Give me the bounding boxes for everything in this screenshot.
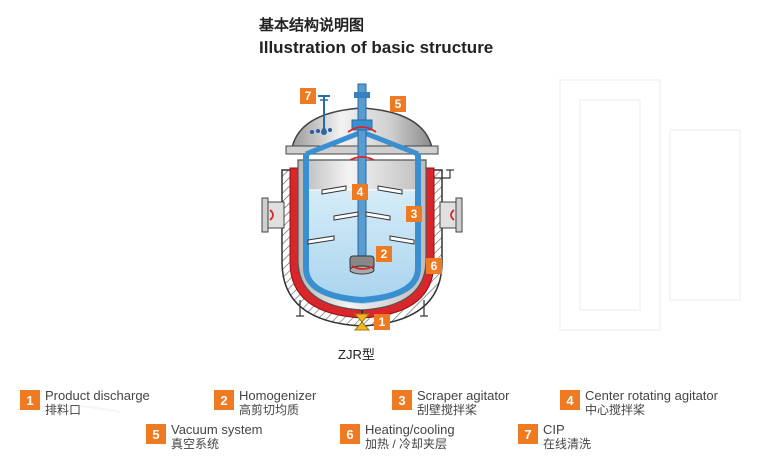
svg-text:3: 3 xyxy=(411,207,418,221)
title-english: Illustration of basic structure xyxy=(259,38,494,57)
legend-item-3: 3 Scraper agitator 刮壁搅拌桨 xyxy=(392,388,510,418)
svg-text:7: 7 xyxy=(305,89,312,103)
callout-4: 4 xyxy=(352,184,368,200)
model-label: ZJR型 xyxy=(338,347,375,362)
legend-item-5: 5 Vacuum system 真空系统 xyxy=(146,422,263,452)
jacket-inlet-pipe xyxy=(434,170,451,179)
legend-label-en: Scraper agitator xyxy=(417,388,510,403)
legend-badge: 7 xyxy=(518,424,538,444)
legend-item-2: 2 Homogenizer 高剪切均质 xyxy=(214,388,316,418)
callout-2: 2 xyxy=(376,246,392,262)
legend-label-zh: 中心搅拌桨 xyxy=(585,403,646,417)
rotation-arrows xyxy=(347,126,377,270)
callout-6: 6 xyxy=(426,258,442,274)
cip-pipe xyxy=(318,95,330,135)
scraper-frame xyxy=(303,154,421,303)
legend-badge: 6 xyxy=(340,424,360,444)
svg-text:4: 4 xyxy=(357,185,364,199)
legend-badge: 4 xyxy=(560,390,580,410)
legend-label-en: Heating/cooling xyxy=(365,422,455,437)
legend-label-en: Center rotating agitator xyxy=(585,388,718,403)
agitator-shaft xyxy=(357,83,367,271)
title-chinese: 基本结构说明图 xyxy=(259,17,365,34)
legend-label-en: Homogenizer xyxy=(239,388,317,403)
discharge-valve xyxy=(353,310,371,331)
svg-text:2: 2 xyxy=(381,247,388,261)
callout-7: 7 xyxy=(300,88,316,104)
callout-5: 5 xyxy=(390,96,406,112)
left-nozzle xyxy=(261,197,285,233)
svg-text:5: 5 xyxy=(395,97,402,111)
background-watermark xyxy=(29,79,741,413)
callout-1: 1 xyxy=(374,314,390,330)
right-nozzle xyxy=(439,197,463,233)
legend-item-4: 4 Center rotating agitator 中心搅拌桨 xyxy=(560,388,718,418)
legend-label-zh: 真空系统 xyxy=(171,437,220,451)
homogenizer-head xyxy=(349,255,375,275)
legend-label-zh: 加热 / 冷却夹层 xyxy=(365,437,448,451)
legend-label-zh: 排料口 xyxy=(45,403,82,417)
legend-label-zh: 刮壁搅拌桨 xyxy=(417,403,478,417)
legend-item-6: 6 Heating/cooling 加热 / 冷却夹层 xyxy=(340,422,455,452)
svg-text:1: 1 xyxy=(379,315,386,329)
agitator-blades xyxy=(307,185,415,245)
legend-badge: 3 xyxy=(392,390,412,410)
svg-text:6: 6 xyxy=(431,259,438,273)
legend-label-zh: 高剪切均质 xyxy=(239,403,300,417)
legend-badge: 1 xyxy=(20,390,40,410)
legend-item-7: 7 CIP 在线清洗 xyxy=(518,422,591,452)
legend-badge: 5 xyxy=(146,424,166,444)
legend-label-en: Vacuum system xyxy=(171,422,263,437)
legend-label-zh: 在线清洗 xyxy=(543,437,592,451)
legend-badge: 2 xyxy=(214,390,234,410)
legend-label-en: CIP xyxy=(543,422,565,437)
legend-label-en: Product discharge xyxy=(45,388,150,403)
legend-item-1: 1 Product discharge 排料口 xyxy=(20,388,150,418)
callout-3: 3 xyxy=(406,206,422,222)
